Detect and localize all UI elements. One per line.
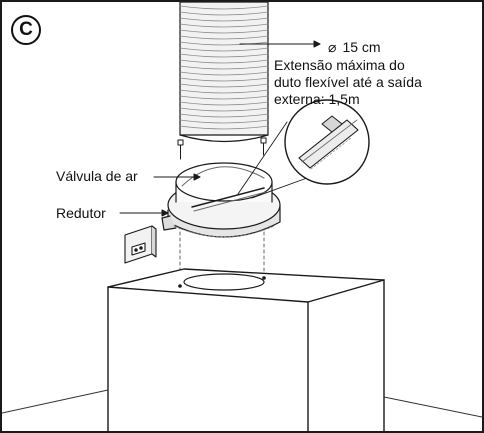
- screw-left: [177, 139, 184, 160]
- leader-lines: [119, 40, 321, 217]
- duct-diameter: ⌀ 15 cm: [328, 39, 381, 56]
- duct-diameter-value: 15 cm: [342, 39, 381, 55]
- reducer-label: Redutor: [56, 205, 106, 221]
- duct-length-note: Extensão máxima do duto flexível até a s…: [274, 57, 474, 108]
- duct-note-line: externa: 1,5m: [274, 91, 360, 107]
- duct-note-line: Extensão máxima do: [274, 57, 405, 73]
- wall-outlet: [124, 225, 157, 264]
- hood-chimney: [107, 268, 385, 431]
- duct-note-line: duto flexível até a saída: [274, 74, 422, 90]
- diameter-icon: ⌀: [328, 39, 337, 55]
- room-lines: [2, 389, 482, 418]
- magnified-detail: [237, 99, 370, 199]
- air-valve-reducer: [161, 162, 281, 238]
- step-badge: C: [11, 15, 41, 45]
- air-valve-label: Válvula de ar: [56, 168, 138, 184]
- flexible-duct: [179, 2, 269, 143]
- screw-right: [260, 137, 267, 156]
